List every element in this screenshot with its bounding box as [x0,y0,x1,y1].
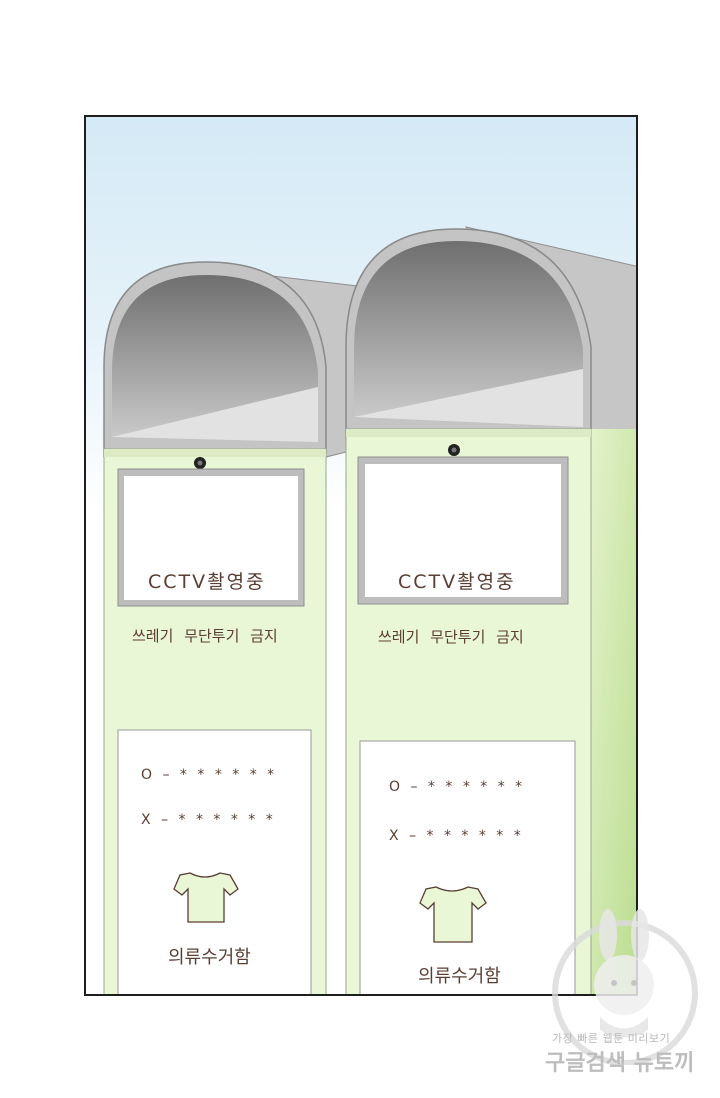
right-dumping-warning: 쓰레기 무단투기 금지 [378,628,524,646]
comic-panel: CCTV촬영중 쓰레기 무단투기 금지 O – * * * * * * X – … [84,115,638,996]
right-code-x: X – * * * * * * [389,828,524,844]
right-cctv-sign: CCTV촬영중 [398,571,516,593]
watermark-tagline: 가장 빠른 웹툰 미리보기 [552,1032,671,1045]
left-cctv-sign: CCTV촬영중 [148,571,266,593]
right-bin-label: 의류수거함 [418,966,501,987]
clothing-bins-illustration [103,226,636,994]
left-dumping-warning: 쓰레기 무단투기 금지 [132,627,278,645]
left-bin-label: 의류수거함 [168,947,251,968]
right-code-o: O – * * * * * * [389,779,526,795]
left-code-o: O – * * * * * * [141,767,278,783]
rabbit-mascot-watermark-icon [552,909,698,1065]
watermark-brand: 구글검색 뉴토끼 [545,1051,695,1076]
left-bin [103,261,367,994]
left-code-x: X – * * * * * * [141,812,276,828]
right-bin [345,226,636,994]
